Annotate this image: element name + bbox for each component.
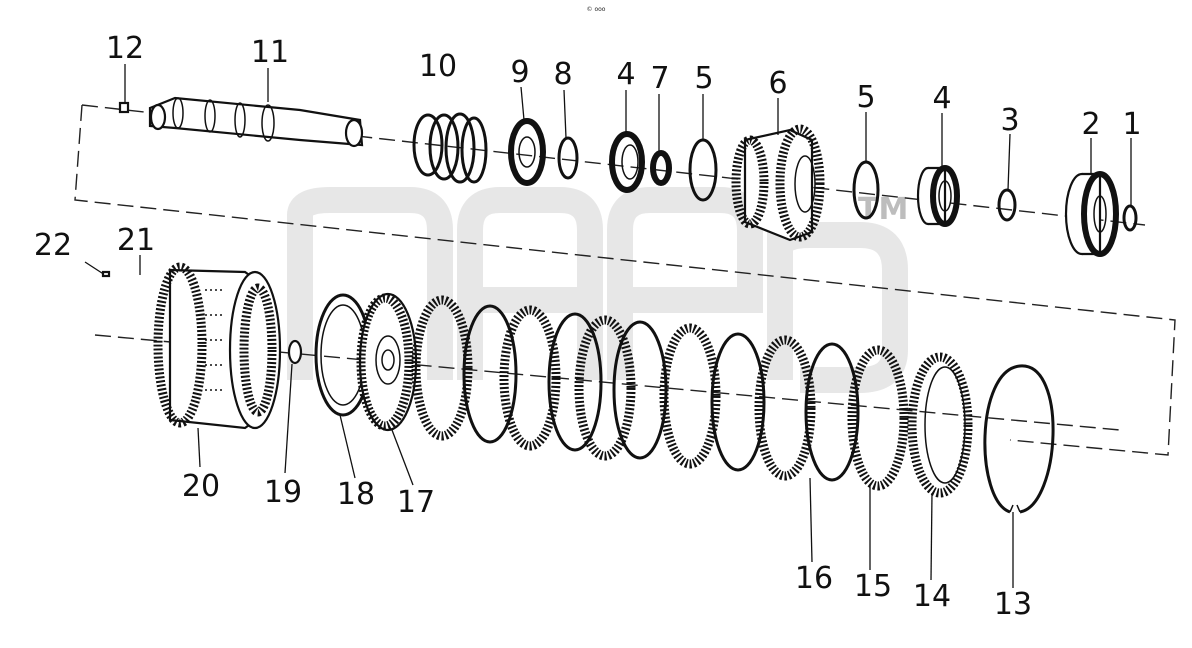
watermark-tm: TM (858, 192, 908, 227)
callout-2: 2 (1081, 107, 1100, 142)
callout-1: 1 (1122, 107, 1141, 142)
part-10-spring (412, 112, 488, 184)
callout-6: 6 (768, 66, 787, 101)
callout-19: 19 (264, 475, 302, 510)
part-14-pressure-plate (907, 352, 973, 498)
part-13-snap-ring (983, 364, 1055, 514)
callout-5-left: 5 (694, 61, 713, 96)
callout-17: 17 (397, 485, 435, 520)
part-20-drum (153, 262, 282, 430)
callout-5-right: 5 (856, 80, 875, 115)
callout-4-left: 4 (616, 57, 635, 92)
callout-4-right: 4 (932, 81, 951, 116)
part-19-washer (287, 339, 303, 365)
part-2-bearing (1064, 171, 1119, 257)
callouts: 12 11 10 9 8 4 7 5 6 5 4 3 2 1 22 21 20 … (34, 31, 1142, 622)
callout-21: 21 (117, 223, 155, 258)
leader-lines (124, 64, 1132, 588)
part-15-disc (847, 345, 909, 491)
part-4-bearing-left (609, 131, 645, 193)
callout-9: 9 (510, 55, 529, 90)
part-8-ring (557, 136, 579, 180)
callout-10: 10 (419, 49, 457, 84)
callout-8: 8 (553, 57, 572, 92)
part-16-plate (804, 342, 860, 482)
part-22-pin (84, 261, 111, 278)
callout-13: 13 (994, 587, 1032, 622)
callout-18: 18 (337, 477, 375, 512)
callout-20: 20 (182, 469, 220, 504)
part-7-bushing (650, 150, 672, 186)
callout-16: 16 (795, 561, 833, 596)
callout-3: 3 (1000, 103, 1019, 138)
part-17-piston (356, 292, 418, 432)
callout-15: 15 (854, 569, 892, 604)
part-6-gear (731, 124, 825, 242)
callout-22: 22 (34, 228, 72, 263)
part-11-shaft (148, 96, 364, 148)
part-12-pin (118, 101, 130, 114)
part-1-ring (1122, 204, 1138, 232)
part-4-bearing-right (916, 165, 960, 227)
part-3-ring (997, 188, 1017, 222)
callout-14: 14 (913, 579, 951, 614)
part-9-washer (508, 118, 546, 186)
callout-12: 12 (106, 31, 144, 66)
clutch-pack (411, 295, 816, 481)
callout-7: 7 (650, 61, 669, 96)
callout-11: 11 (251, 35, 289, 70)
header-small-text: © ооо (587, 6, 606, 13)
